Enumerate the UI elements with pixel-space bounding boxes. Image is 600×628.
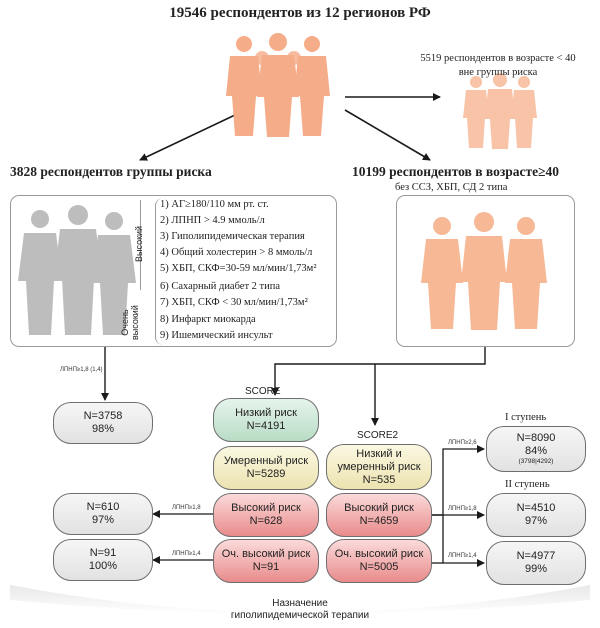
criteria-high-label: Высокий [134,225,144,262]
stage2-label: II ступень [505,479,550,490]
arrow-to-older [344,109,431,161]
result-high-node: N=610 97% [53,493,153,535]
score2-high-node: Высокий риск N=4659 [326,493,432,537]
footer: Назначение гиполипидемической терапии [0,598,600,622]
score2-very-high-n: N=5005 [359,561,399,573]
score-very-high-n: N=91 [252,561,280,573]
older-title: 10199 респондентов в возрасте≥40 [352,164,560,179]
result-very-high-node: N=91 100% [53,539,153,581]
stage3-n: N=4977 [516,550,556,562]
score2-low-n: N=535 [362,473,396,486]
criterion-5: 5) ХБП, СКФ=30-59 мл/мин/1,73м² [160,263,317,274]
score2-very-high-name: Оч. высокий риск [334,548,424,560]
result-high-pct: 97% [91,514,115,526]
risk-group-title: 3828 респондентов группы риска [10,164,212,179]
score-moderate-name: Умеренный риск [223,455,309,467]
score-high-n: N=628 [249,515,283,527]
criterion-9: 9) Ишемический инсульт [160,330,273,341]
young-line2: вне группы риска [458,67,538,78]
people-young-icon [463,73,537,149]
score-moderate-n: N=5289 [246,468,286,480]
score-high-node: Высокий риск N=628 [213,493,319,537]
arrow-s2-vhigh [432,514,485,567]
score-very-high-name: Оч. высокий риск [221,548,311,560]
criterion-6: 6) Сахарный диабет 2 типа [160,281,281,292]
stage3-pct: 99% [524,563,548,575]
stage2-n: N=4510 [516,502,556,514]
result-very-high-n: N=91 [89,547,117,559]
label-s2-vhigh: ЛПНП≥1,4 [448,553,477,559]
criterion-8: 8) Инфаркт миокарда [160,314,256,325]
criterion-2: 2) ЛПНП > 4.9 ммоль/л [160,215,265,226]
score-low-name: Низкий риск [235,407,297,419]
score2-high-n: N=4659 [359,515,399,527]
score2-low-node: Низкий и умеренный риск N=535 [326,444,432,490]
stage1-label: I ступень [505,412,547,423]
arrow-to-score [271,344,486,396]
stage1-pct: 84% [524,445,548,457]
people-all-icon [226,33,330,137]
young-line1: 5519 респондентов в возрасте < 40 [420,53,576,64]
footer-line2: гиполипидемической терапии [230,610,370,621]
criterion-3: 3) Гиполипидемическая терапия [160,231,305,242]
criterion-7: 7) ХБП, СКФ < 30 мл/мин/1,73м² [160,297,308,308]
label-risk-target: ЛПНП≥1,8 (1,4) [60,367,103,373]
criterion-4: 4) Общий холестерин > 8 ммоль/л [160,247,313,258]
label-s2-high: ЛПНП≥1,8 [448,506,477,512]
result-risk-pct: 98% [91,423,115,435]
score-low-node: Низкий риск N=4191 [213,398,319,442]
label-s2-low: ЛПНП≥2,6 [448,440,477,446]
result-risk-node: N=3758 98% [53,402,153,444]
score2-high-name: Высокий риск [344,502,414,514]
score-label: SCORE [245,386,281,397]
result-very-high-pct: 100% [88,560,118,572]
score-low-n: N=4191 [246,420,286,432]
stage3-node: N=4977 99% [486,541,586,585]
result-risk-n: N=3758 [83,410,123,422]
label-high-left: ЛПНП≥1,8 [172,505,201,511]
score-very-high-node: Оч. высокий риск N=91 [213,539,319,583]
result-high-n: N=610 [86,501,120,513]
people-risk-icon [18,205,136,335]
score-high-name: Высокий риск [231,502,301,514]
stage1-n: N=8090 [516,432,556,444]
score2-very-high-node: Оч. высокий риск N=5005 [326,539,432,583]
score2-low-name-2: умеренный риск [337,460,421,473]
people-older-icon [421,212,547,330]
stage1-node: N=8090 84% (3798|4292) [486,426,586,472]
score2-label: SCORE2 [357,430,399,441]
stage2-pct: 97% [524,515,548,527]
footer-line1: Назначение [272,598,328,609]
arrow-to-risk-group [139,114,236,161]
score2-low-name-1: Низкий и [356,447,402,460]
criteria-very-high-label-1: Очень [120,309,130,336]
label-vhigh-left: ЛПНП≥1,4 [172,551,201,557]
score-moderate-node: Умеренный риск N=5289 [213,446,319,490]
older-subtitle: без ССЗ, ХБП, СД 2 типа [395,182,508,193]
criteria-very-high-label-2: высокий [130,305,140,340]
stage1-note: (3798|4292) [518,458,554,465]
footer-shadow [10,585,590,614]
stage2-node: N=4510 97% [486,493,586,537]
criteria-bracket [155,198,334,345]
page-title: 19546 респондентов из 12 регионов РФ [169,5,431,21]
criterion-1: 1) АГ≥180/110 мм рт. ст. [160,199,269,210]
